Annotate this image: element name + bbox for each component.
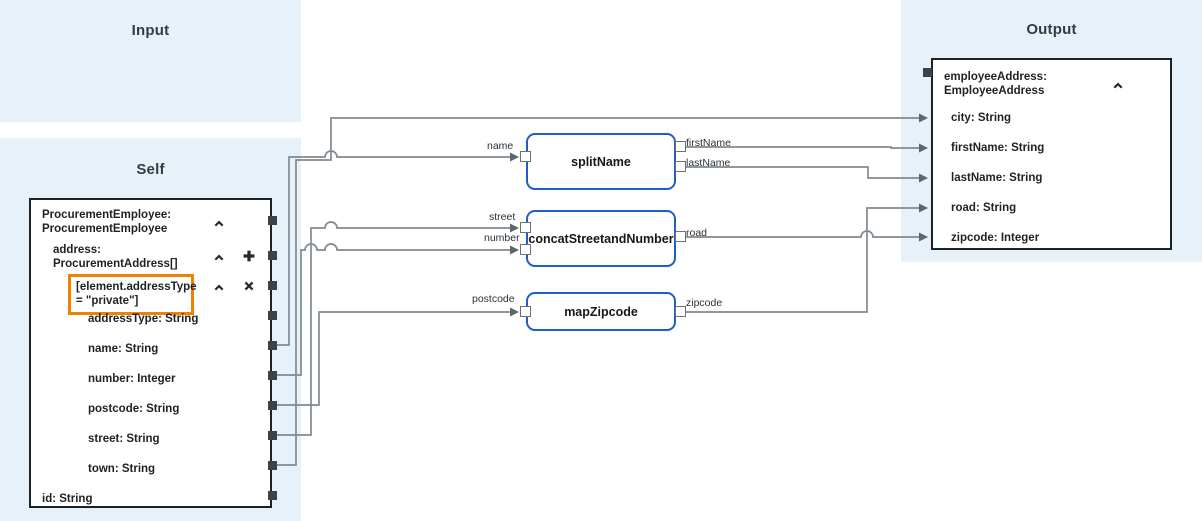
port-label-name: name (487, 140, 514, 152)
self-field-name[interactable]: name: String (88, 343, 159, 355)
port-label-zipcode: zipcode (686, 297, 723, 309)
port-mapZipcode-out-zipcode[interactable] (675, 306, 686, 317)
output-field-firstName[interactable]: firstName: String (951, 142, 1045, 154)
output-field-city[interactable]: city: String (951, 112, 1012, 124)
self-port-town[interactable] (268, 461, 277, 470)
port-label-road: road (686, 227, 708, 239)
function-node-mapZipcode[interactable]: mapZipcode (526, 292, 676, 331)
port-label-number: number (484, 232, 520, 244)
self-field-town[interactable]: town: String (88, 463, 156, 475)
port-concat-in-street[interactable] (520, 222, 531, 233)
function-node-concatStreetandNumber[interactable]: concatStreetandNumber (526, 210, 676, 267)
output-field-lastName[interactable]: lastName: String (951, 172, 1043, 184)
self-port-id[interactable] (268, 491, 277, 500)
port-concat-out-road[interactable] (675, 231, 686, 242)
port-label-street: street (489, 211, 516, 223)
close-icon-filter[interactable] (242, 279, 256, 293)
port-mapZipcode-in-postcode[interactable] (520, 306, 531, 317)
lane-input (0, 0, 301, 122)
port-splitName-out-firstName[interactable] (675, 141, 686, 152)
port-label-lastName: lastName (686, 157, 731, 169)
self-port-addressType[interactable] (268, 311, 277, 320)
self-address-label: address: ProcurementAddress[] (53, 244, 178, 270)
output-field-zipcode[interactable]: zipcode: Integer (951, 232, 1040, 244)
self-schema-box[interactable]: ProcurementEmployee: ProcurementEmployee… (29, 198, 272, 508)
self-field-street[interactable]: street: String (88, 433, 160, 445)
self-field-addressType[interactable]: addressType: String (88, 313, 199, 325)
self-port-root[interactable] (268, 216, 277, 225)
self-port-number[interactable] (268, 371, 277, 380)
address-filter-chip[interactable]: [element.addressType = "private"] (68, 274, 197, 315)
output-field-road[interactable]: road: String (951, 202, 1017, 214)
output-root-label: employeeAddress: EmployeeAddress (944, 71, 1047, 97)
self-field-postcode[interactable]: postcode: String (88, 403, 180, 415)
chevron-up-icon-filter[interactable] (212, 280, 226, 294)
self-port-filter[interactable] (268, 281, 277, 290)
chevron-up-icon-address[interactable] (212, 250, 226, 264)
self-root-label: ProcurementEmployee: ProcurementEmployee (42, 209, 172, 235)
self-port-address[interactable] (268, 251, 277, 260)
self-field-number[interactable]: number: Integer (88, 373, 176, 385)
function-node-splitName[interactable]: splitName (526, 133, 676, 190)
plus-icon-address[interactable] (242, 249, 256, 263)
chevron-up-icon-output-root[interactable] (1111, 78, 1125, 92)
self-port-street[interactable] (268, 431, 277, 440)
self-field-id[interactable]: id: String (42, 493, 93, 505)
lane-title-input: Input (131, 22, 170, 39)
port-label-firstName: firstName (686, 137, 731, 149)
lane-title-output: Output (1026, 21, 1077, 38)
port-splitName-in-name[interactable] (520, 151, 531, 162)
port-splitName-out-lastName[interactable] (675, 161, 686, 172)
port-label-postcode: postcode (472, 293, 515, 305)
chevron-up-icon-root[interactable] (212, 216, 226, 230)
output-port-root[interactable] (923, 68, 932, 77)
port-concat-in-number[interactable] (520, 244, 531, 255)
self-port-name[interactable] (268, 341, 277, 350)
lane-title-self: Self (136, 161, 165, 178)
self-port-postcode[interactable] (268, 401, 277, 410)
output-schema-box[interactable]: employeeAddress: EmployeeAddress city: S… (931, 58, 1172, 250)
